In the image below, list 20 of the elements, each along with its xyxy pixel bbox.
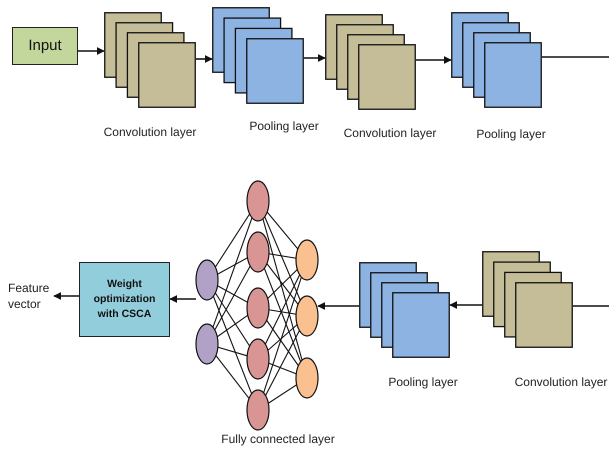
- layer-label: Fully connected layer: [221, 432, 335, 446]
- layer-label: Pooling layer: [388, 375, 458, 389]
- layer-label: Convolution layer: [344, 126, 436, 140]
- process-box: Weight optimization with CSCA: [79, 262, 170, 337]
- input-box: Input: [12, 27, 78, 65]
- arrow: [449, 301, 482, 309]
- layer-label: Convolution layer: [514, 375, 608, 389]
- layer-label: Pooling layer: [476, 127, 546, 141]
- output-label: Feature vector: [8, 280, 54, 312]
- arrow: [317, 302, 359, 310]
- arrow: [53, 292, 79, 300]
- connector-line: [542, 56, 609, 58]
- arrow: [196, 55, 213, 63]
- layer-label: Pooling layer: [249, 119, 319, 133]
- arrow: [416, 56, 452, 64]
- connector-line: [573, 305, 609, 307]
- layer-label: Convolution layer: [104, 125, 196, 139]
- arrow: [304, 54, 326, 62]
- arrow: [78, 47, 105, 55]
- arrow: [169, 295, 196, 303]
